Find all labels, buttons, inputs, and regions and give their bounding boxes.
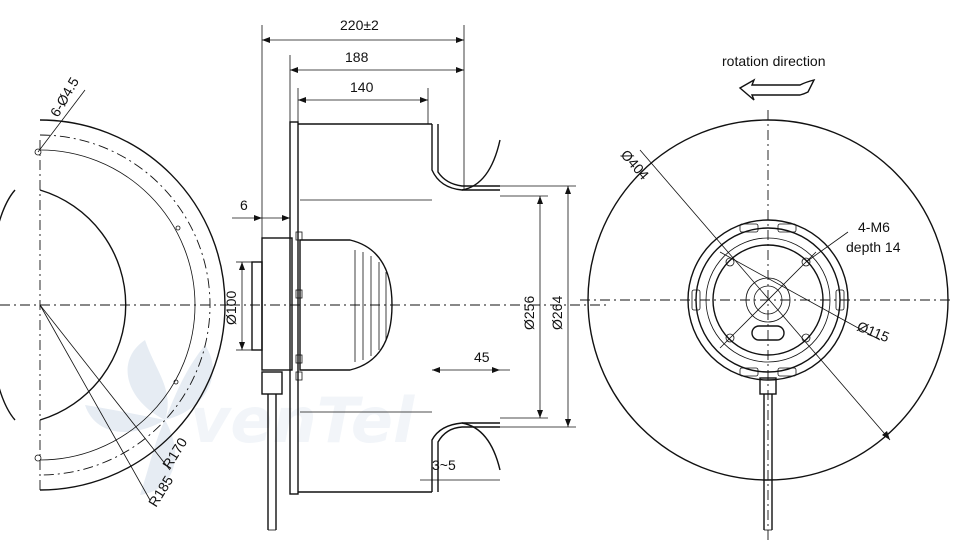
thread-depth-label: depth 14 [846, 239, 901, 255]
watermark-text: venTel [190, 384, 415, 457]
dim-100: Ø100 [223, 291, 239, 325]
front-view: Ø404 4-M6 depth 14 Ø115 rotation directi… [580, 53, 950, 540]
dim-220: 220±2 [340, 17, 379, 33]
dim-45: 45 [474, 349, 490, 365]
motor-fins [354, 250, 387, 362]
dim-188: 188 [345, 49, 369, 65]
dim-256: Ø256 [521, 296, 537, 330]
dim-264: Ø264 [549, 296, 565, 330]
thread-label: 4-M6 [858, 219, 890, 235]
dim-3-5: 3~5 [432, 457, 456, 473]
dim-6: 6 [240, 197, 248, 213]
motor-slots [691, 223, 845, 377]
rotation-label: rotation direction [722, 53, 826, 69]
dim-404: Ø404 [618, 146, 653, 183]
dim-140: 140 [350, 79, 374, 95]
dim-115: Ø115 [855, 318, 892, 345]
side-view: 220±2 188 140 6 Ø100 Ø256 Ø264 [223, 17, 610, 531]
rotation-arrow-icon [738, 78, 816, 101]
hole-pattern-label: 6-Ø4.5 [47, 74, 82, 119]
watermark-logo: venTel [85, 340, 415, 495]
